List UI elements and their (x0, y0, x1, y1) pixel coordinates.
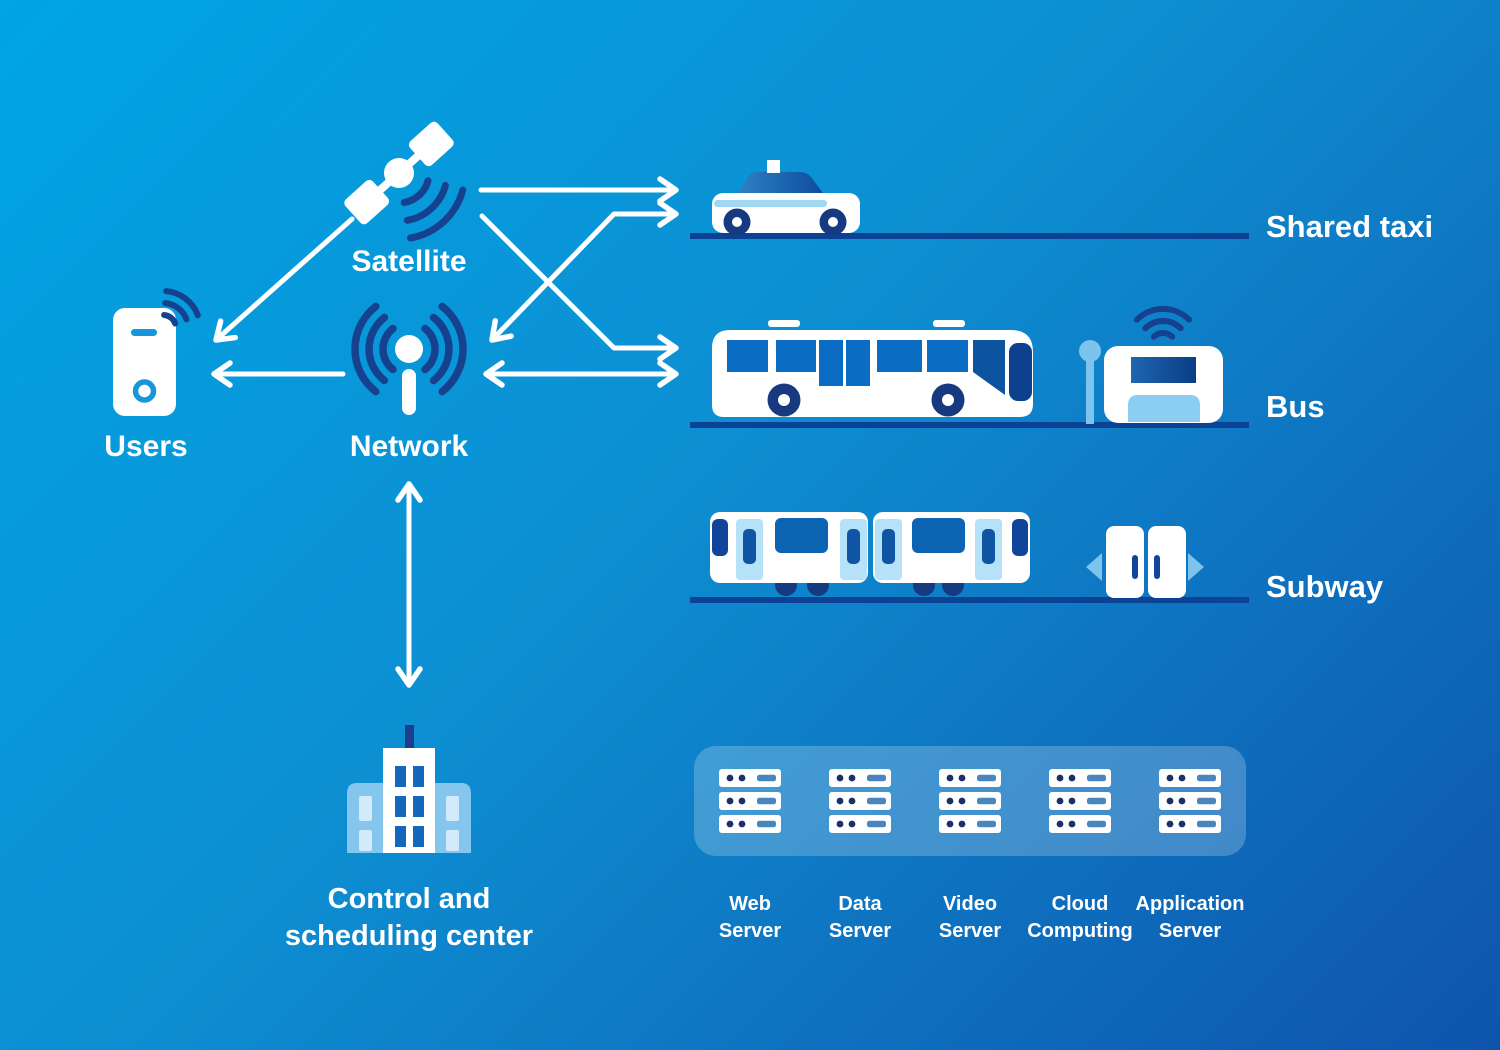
satellite-label: Satellite (351, 245, 467, 278)
control-center-label: Control and scheduling center (285, 881, 533, 955)
cloud-computing-icon (1049, 769, 1111, 833)
arrow-satellite-to-bus (479, 213, 679, 362)
cloud-computing-label: Cloud Computing (1027, 893, 1133, 942)
network-signal-waves-icon (351, 302, 467, 396)
control-center-building-icon (347, 725, 471, 853)
arrow-satellite-to-users (213, 216, 355, 343)
network-icon (351, 302, 467, 415)
users-label: Users (104, 430, 188, 463)
application-server-icon (1159, 769, 1221, 833)
subway-label: Subway (1266, 569, 1384, 604)
arrow-network-taxi (489, 200, 679, 343)
data-server-icon (829, 769, 891, 833)
application-server-label: Application Server (1135, 893, 1245, 942)
video-server-label: Video Server (938, 893, 1002, 942)
web-server-label: Web Server (718, 893, 782, 942)
video-server-icon (939, 769, 1001, 833)
shared-taxi-label: Shared taxi (1266, 209, 1434, 244)
data-server-label: Data Server (828, 893, 892, 942)
subway-train-icon (710, 512, 1030, 596)
satellite-signal-waves-icon (400, 177, 467, 242)
shared-taxi-icon (712, 160, 860, 236)
bus-icon (712, 320, 1033, 417)
web-server-icon (719, 769, 781, 833)
control-center-label-line1: Control and (327, 883, 491, 915)
users-signal-waves-icon (161, 288, 201, 327)
servers-panel (694, 746, 1246, 856)
bus-label: Bus (1266, 389, 1325, 424)
bus-stop-icon (1079, 305, 1223, 424)
control-center-label-line2: scheduling center (284, 920, 534, 952)
bus-stop-signal-waves-icon (1133, 305, 1193, 340)
users-phone-icon (113, 288, 201, 416)
satellite-icon (344, 121, 467, 242)
network-label: Network (349, 430, 469, 463)
subway-doors-icon (1086, 526, 1204, 598)
